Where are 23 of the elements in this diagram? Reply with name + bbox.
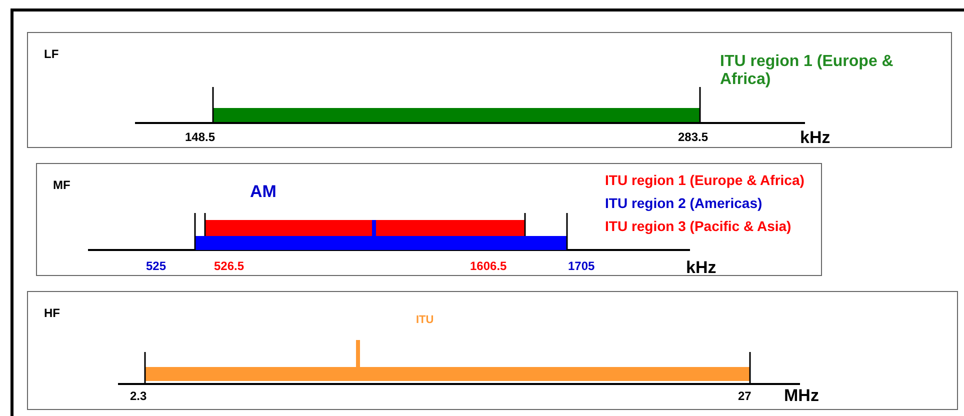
region-label: ITU region 3 (Pacific & Asia) <box>605 218 792 234</box>
frequency-value: 1606.5 <box>470 260 507 274</box>
band-panel <box>27 291 958 410</box>
band-label: AM <box>250 182 276 202</box>
unit-label: kHz <box>686 258 716 278</box>
frequency-value: 2.3 <box>130 390 147 404</box>
frequency-value: 283.5 <box>678 131 708 145</box>
band-name: MF <box>53 178 70 192</box>
region-label: ITU region 1 (Europe & Africa) <box>605 172 804 188</box>
frequency-value: 27 <box>738 390 752 404</box>
region-label: ITU region 1 (Europe & Africa) <box>720 53 894 90</box>
frequency-value: 148.5 <box>185 131 216 145</box>
band-name: LF <box>44 47 59 61</box>
frequency-value: 1705 <box>568 260 595 274</box>
unit-label: MHz <box>784 386 819 406</box>
band-name: HF <box>44 306 60 320</box>
region-label: ITU region 2 (Americas) <box>605 195 762 212</box>
unit-label: kHz <box>800 128 830 148</box>
band-panel <box>27 32 952 148</box>
region-label: ITU <box>416 314 434 327</box>
frequency-value: 526.5 <box>214 260 244 274</box>
frequency-value: 525 <box>146 260 166 274</box>
band-panel <box>36 163 822 276</box>
